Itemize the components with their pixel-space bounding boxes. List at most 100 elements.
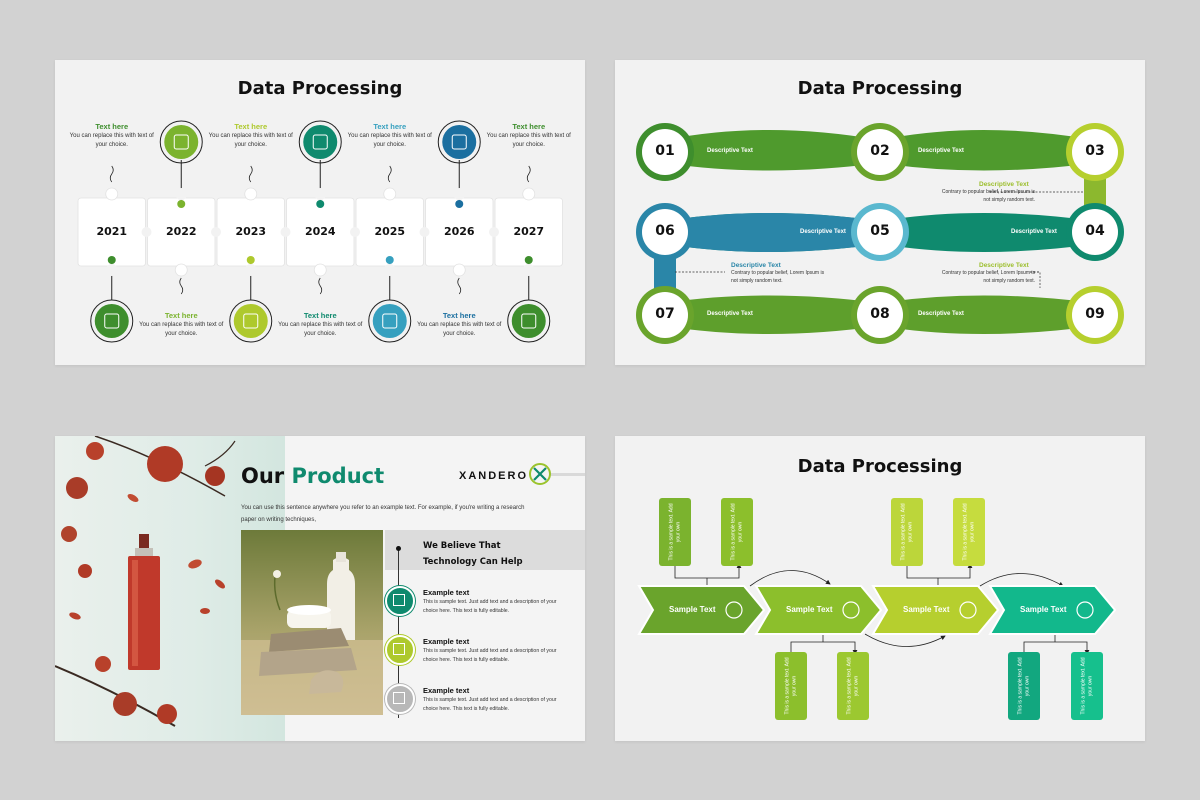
node-number: 07 [655,306,675,322]
arrow-label: Sample Text [669,605,716,614]
process-arrow [754,585,883,635]
step-label: Text here [512,122,546,131]
band-label: Descriptive Text [1011,229,1057,235]
step-desc: You can replace this with text of your c… [278,322,363,337]
growth-person-icon [842,601,860,619]
tagline-text: We Believe That Technology Can Help [423,541,523,567]
icon-ring [437,120,481,164]
step-dot [177,200,186,208]
team-icon [164,125,199,159]
step-desc: You can replace this with text of your c… [139,322,224,337]
refresh-icon [442,125,477,159]
process-arrow [871,585,1000,635]
process-arrow [988,585,1117,635]
box-text: This is a sample text. Add your own [1017,657,1031,715]
step-dot [316,200,325,208]
box-icon [393,643,405,655]
step-desc: You can replace this with text of your c… [208,133,293,148]
puzzle-notch [350,227,360,237]
note-title: Descriptive Text [979,262,1029,269]
step-desc: You can replace this with text of your c… [69,133,154,148]
node-circle [1072,292,1118,338]
arrow-process-diagram [637,563,1117,655]
price-tag-icon [1076,601,1094,619]
brand-logo-icon [529,463,585,485]
band-label: Descriptive Text [707,148,753,154]
node-number: 09 [1085,306,1105,322]
slide-title: Data Processing [797,78,963,99]
step-label: Text here [234,122,268,131]
documents-icon [94,304,129,338]
step-dot [524,256,533,264]
arrow-label: Sample Text [1020,605,1067,614]
step-dot [246,256,255,264]
sample-text-box: This is a sample text. Add your own [721,498,753,566]
puzzle-notch [141,227,152,237]
item-icon-ring [385,635,415,665]
node-circle [1072,209,1118,255]
step-desc: You can replace this with text of your c… [486,133,571,148]
node-circle [857,129,903,175]
perfume-illustration [55,436,236,727]
node-circle [857,292,903,338]
step-dot [385,256,394,264]
band-label: Descriptive Text [800,229,846,235]
gear-person-icon [959,601,977,619]
slide-title: Data Processing [797,456,963,477]
puzzle-notch [419,227,430,237]
node-circle [642,209,688,255]
box-text: This is a sample text. Add your own [730,503,744,561]
band-label: Descriptive Text [918,148,964,154]
step-label: Text here [303,311,337,320]
item-desc: This is sample text. Just add text and a… [423,648,557,663]
box-text: This is a sample text. Add your own [784,657,798,715]
timeline-line [398,548,399,718]
icon-ring [298,120,342,164]
sample-text-box: This is a sample text. Add your own [775,652,807,720]
sample-text-box: This is a sample text. Add your own [891,498,923,566]
sample-text-box: This is a sample text. Add your own [1008,652,1040,720]
box-text: This is a sample text. Add your own [900,503,914,561]
sample-text-box: This is a sample text. Add your own [659,498,691,566]
step-desc: You can replace this with text of your c… [417,322,502,337]
box-text: This is a sample text. Add your own [962,503,976,561]
process-arrow [637,585,766,635]
icon-ring [229,299,273,343]
step-year: 2021 [96,225,128,238]
flow-band-row2-left [665,213,880,252]
node-number: 05 [870,223,890,239]
item-title: Example text [423,686,470,695]
step-year: 2027 [513,225,545,238]
band-label: Descriptive Text [918,311,964,317]
box-text: This is a sample text. Add your own [1080,657,1094,715]
puzzle-notch [280,227,291,237]
node-number: 04 [1085,223,1105,239]
note-title: Descriptive Text [979,181,1029,188]
step-year: 2026 [443,225,475,238]
note-title: Descriptive Text [731,262,781,269]
sample-text-box: This is a sample text. Add your own [953,498,985,566]
node-number: 02 [870,143,890,159]
connector-06-07 [654,250,676,298]
product-intro: You can use this sentence anywhere you r… [241,505,525,523]
settings-list-icon [233,304,268,338]
calendar-icon [372,304,407,338]
node-number: 08 [870,306,890,322]
step-year: 2022 [165,225,197,238]
step-year: 2023 [235,225,267,238]
node-number: 03 [1085,143,1105,159]
step-label: Text here [442,311,476,320]
icon-ring [507,299,551,343]
icon-ring [368,299,412,343]
icon-ring [159,120,203,164]
box-icon [393,594,405,606]
item-title: Example text [423,637,470,646]
snake-flow-diagram [636,123,1124,344]
flow-chart-icon [303,125,338,159]
slide-our-product[interactable]: Our Product XANDERO You can use this sen… [55,436,585,741]
title-part2: Product [291,464,385,488]
lightbulb-icon [725,601,743,619]
